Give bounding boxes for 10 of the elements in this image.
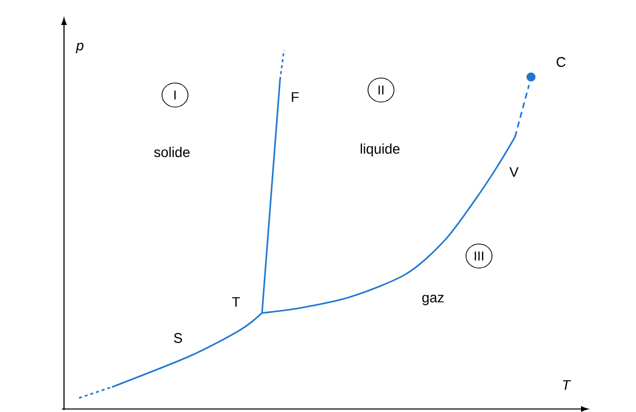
phase-label: liquide <box>360 144 400 156</box>
curve-label: V <box>509 167 519 177</box>
phase-label: solide <box>154 146 190 158</box>
axis-label: p <box>76 42 84 54</box>
curve-label: T <box>232 297 240 307</box>
axis-label: T <box>563 380 572 390</box>
curve-label: C <box>556 57 566 67</box>
phase-label: gaz <box>422 294 444 306</box>
curve-label: F <box>292 92 299 102</box>
curve-label: S <box>174 333 182 343</box>
